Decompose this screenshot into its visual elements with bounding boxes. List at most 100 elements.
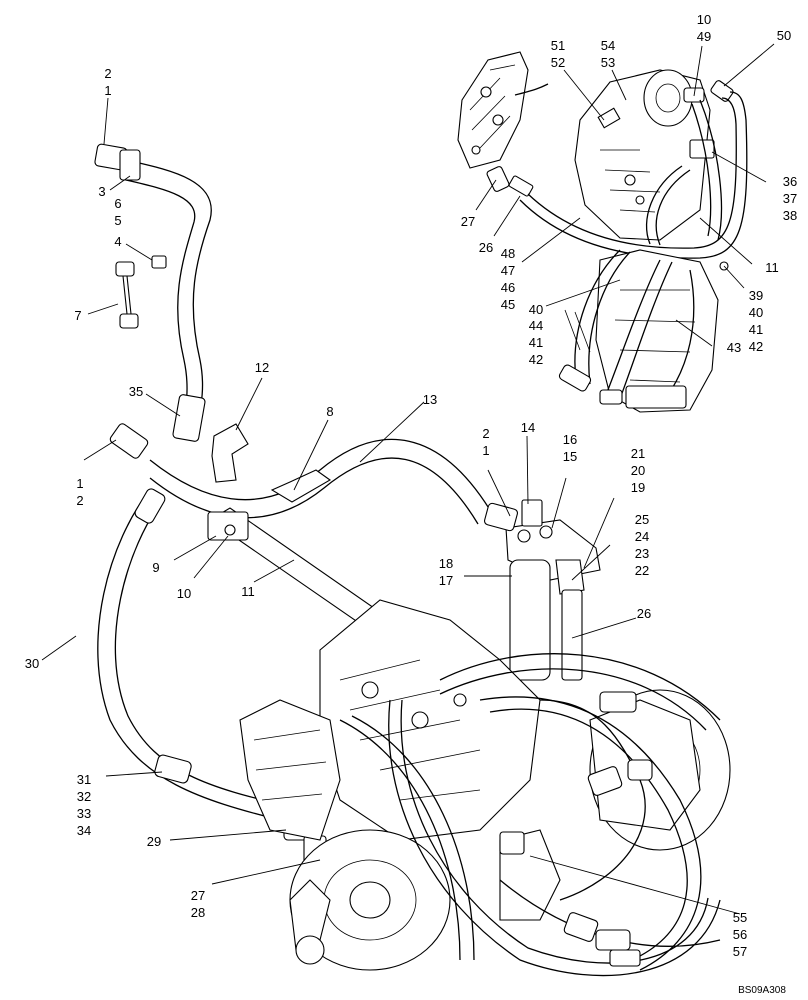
main-hydraulic-pump xyxy=(319,599,541,841)
callout-number: 45 xyxy=(501,297,515,312)
callout-29: 29 xyxy=(147,834,161,849)
callout-number: 37 xyxy=(783,191,797,206)
callout-number: 46 xyxy=(501,280,515,295)
callout-8: 8 xyxy=(326,404,333,419)
callout-number: 32 xyxy=(77,789,91,804)
callout-number: 55 xyxy=(733,910,747,925)
callout-number: 57 xyxy=(733,944,747,959)
callout-number: 6 xyxy=(114,196,121,211)
callout-number: 22 xyxy=(635,563,649,578)
callout-50: 50 xyxy=(777,28,791,43)
hose-3 xyxy=(125,159,212,431)
callout-number: 15 xyxy=(563,449,577,464)
callout-number: 10 xyxy=(177,586,191,601)
callout-number: 27 xyxy=(461,214,475,229)
filter-canister xyxy=(509,559,551,681)
inset-control-valve xyxy=(457,51,529,169)
reference-code: BS09A308 xyxy=(738,985,786,996)
inset-drive-motor xyxy=(595,249,719,413)
callout-44-42: 44 41 42 xyxy=(529,318,543,367)
filter-assembly xyxy=(484,499,601,681)
callout-4: 4 xyxy=(114,234,121,249)
callout-number: 19 xyxy=(631,480,645,495)
callout-number: 44 xyxy=(529,318,543,333)
callout-7: 7 xyxy=(74,308,81,323)
callout-number: 41 xyxy=(749,322,763,337)
callout-number: 29 xyxy=(147,834,161,849)
callout-number: 42 xyxy=(529,352,543,367)
callout-30: 30 xyxy=(25,656,39,671)
main-assembly-view xyxy=(94,143,731,977)
callout-13: 13 xyxy=(423,392,437,407)
callout-number: 35 xyxy=(129,384,143,399)
callout-number: 13 xyxy=(423,392,437,407)
callout-number: 11 xyxy=(765,260,779,275)
callout-number: 2 xyxy=(104,66,111,81)
callout-number: 17 xyxy=(439,573,453,588)
callout-10-left: 10 xyxy=(177,586,191,601)
callout-40-inset: 40 xyxy=(529,302,543,317)
callout-number: 23 xyxy=(635,546,649,561)
callout-number: 16 xyxy=(563,432,577,447)
callout-number: 50 xyxy=(777,28,791,43)
callout-number: 51 xyxy=(551,38,565,53)
callout-number: 41 xyxy=(529,335,543,350)
callout-number: 26 xyxy=(637,606,651,621)
callout-number: 33 xyxy=(77,806,91,821)
callout-26-inset: 26 xyxy=(479,240,493,255)
callout-number: 12 xyxy=(255,360,269,375)
callout-43: 43 xyxy=(727,340,741,355)
callout-number: 43 xyxy=(727,340,741,355)
callout-number: 42 xyxy=(749,339,763,354)
hose-30 xyxy=(97,489,281,821)
callout-number: 47 xyxy=(501,263,515,278)
callout-number: 40 xyxy=(749,305,763,320)
callout-2-1-mid: 21 xyxy=(482,426,489,458)
callout-number: 34 xyxy=(77,823,91,838)
callout-number: 40 xyxy=(529,302,543,317)
bracket-7 xyxy=(115,261,139,329)
callout-1-2-left: 12 xyxy=(76,476,83,508)
callout-26-mid: 26 xyxy=(637,606,651,621)
callout-number: 1 xyxy=(104,83,111,98)
callout-number: 10 xyxy=(697,12,711,27)
callout-25-24-23-22: 25 24 23 22 xyxy=(635,512,649,578)
callout-11-mid: 11 xyxy=(241,584,255,599)
callout-number: 14 xyxy=(521,420,535,435)
callout-number: 7 xyxy=(74,308,81,323)
callout-number: 26 xyxy=(479,240,493,255)
callout-number: 25 xyxy=(635,512,649,527)
callout-number: 3 xyxy=(98,184,105,199)
callout-number: 1 xyxy=(482,443,489,458)
callout-number: 11 xyxy=(241,584,255,599)
callout-number: 28 xyxy=(191,905,205,920)
callout-number: 39 xyxy=(749,288,763,303)
callout-number: 24 xyxy=(635,529,649,544)
leader-lines xyxy=(41,43,775,915)
callout-6-5: 65 xyxy=(114,196,121,228)
callout-35: 35 xyxy=(129,384,143,399)
inset-assembly-view xyxy=(457,51,748,413)
callout-number: 27 xyxy=(191,888,205,903)
main-control-valve xyxy=(239,699,341,841)
callout-number: 52 xyxy=(551,55,565,70)
callout-number: 20 xyxy=(631,463,645,478)
callout-number: 2 xyxy=(76,493,83,508)
callout-9: 9 xyxy=(152,560,159,575)
callout-number: 38 xyxy=(783,208,797,223)
callout-number: 9 xyxy=(152,560,159,575)
callout-11-inset: 11 xyxy=(765,260,779,275)
callout-39-42: 39 40 41 42 xyxy=(749,288,763,354)
callout-number: 5 xyxy=(114,213,121,228)
callout-number: 49 xyxy=(697,29,711,44)
callout-number: 4 xyxy=(114,234,121,249)
